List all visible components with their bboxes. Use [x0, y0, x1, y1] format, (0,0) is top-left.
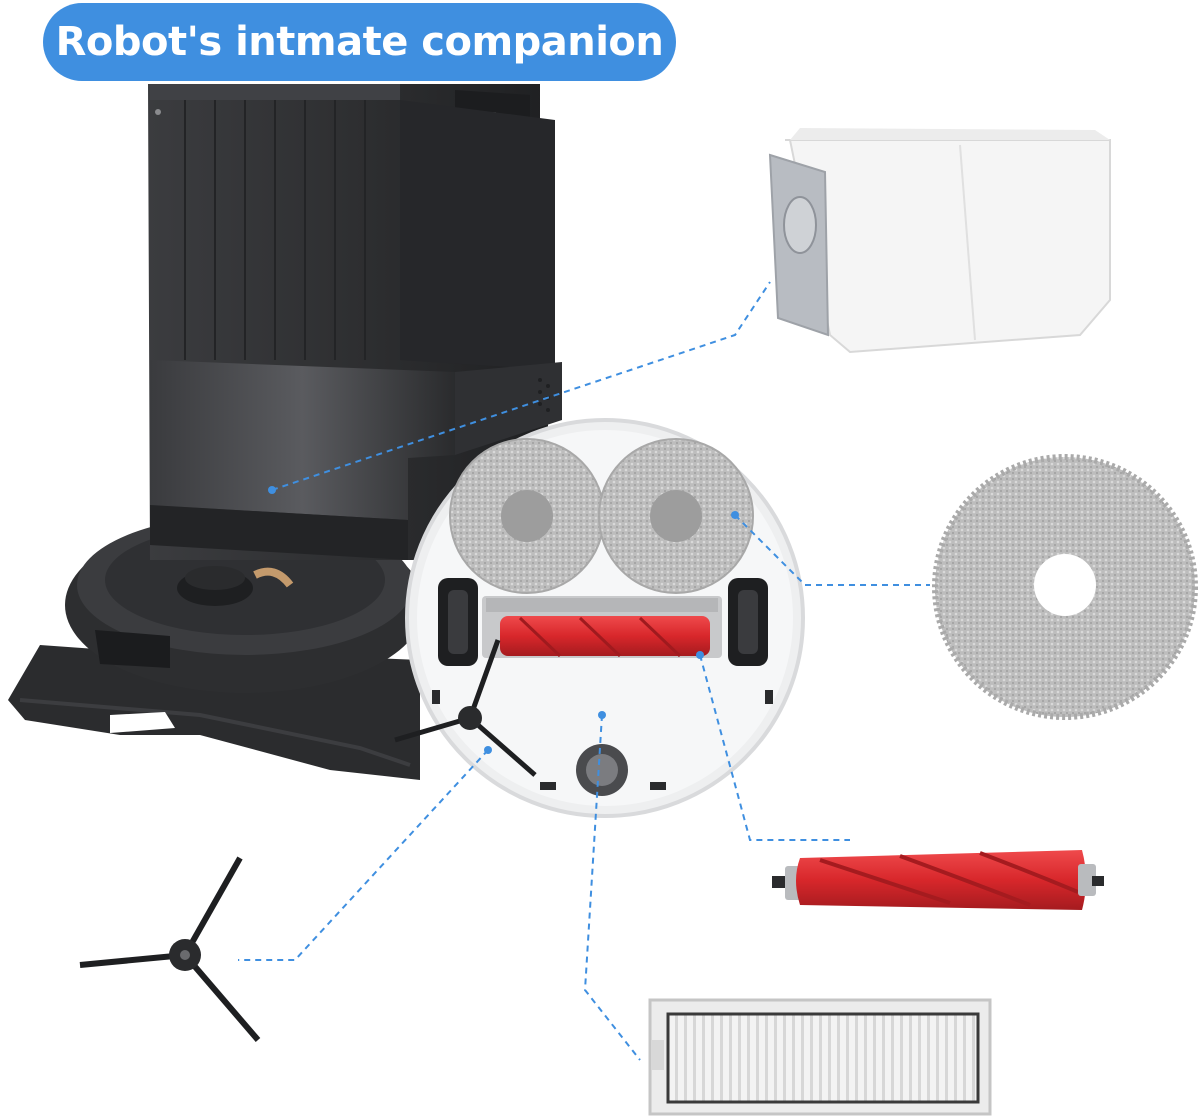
title-banner: Robot's intmate companion [43, 3, 676, 81]
mop-pad-icon [932, 454, 1198, 720]
leader-lines [238, 281, 930, 1061]
dust-bag-icon [768, 128, 1111, 354]
filter-icon [648, 998, 992, 1116]
docking-station [8, 84, 562, 780]
leader-dots [268, 486, 739, 754]
robot-underside [394, 418, 805, 818]
banner-title: Robot's intmate companion [55, 19, 664, 65]
side-brush-icon [79, 856, 261, 1042]
roller-brush-icon [772, 850, 1104, 910]
